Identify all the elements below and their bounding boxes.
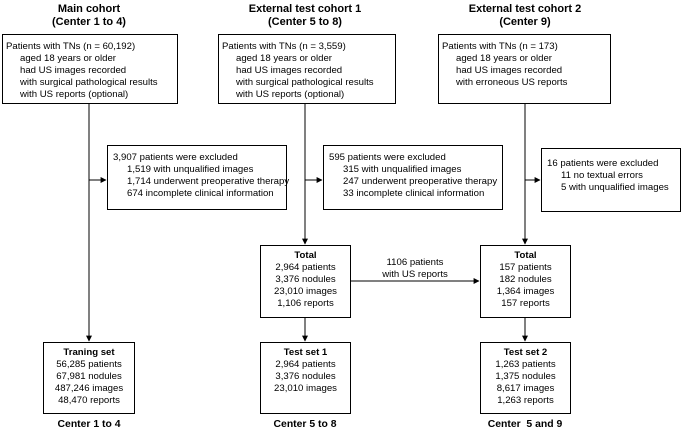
count-nodules: 67,981 nodules [56, 371, 122, 382]
exclusion-item: 11 no textual errors [561, 170, 643, 181]
column-title: External test cohort 2 [468, 3, 582, 15]
box-title: 595 patients were excluded [329, 152, 446, 163]
criterion: had US images recorded [456, 65, 563, 76]
box-title: Traning set [63, 347, 115, 358]
training-set-box: Traning set 56,285 patients 67,981 nodul… [43, 342, 135, 414]
box-title: Test set 2 [503, 347, 548, 358]
column-subtitle: (Center 5 to 8) [268, 16, 342, 28]
test-set-2-box: Test set 2 1,263 patients 1,375 nodules … [480, 342, 571, 414]
column-title: Main cohort [57, 3, 121, 15]
patients-box-main: Patients with TNs (n = 60,192) aged 18 y… [2, 34, 178, 104]
count-patients: 2,964 patients [275, 262, 336, 273]
patients-box-external-2: Patients with TNs (n = 173) aged 18 year… [438, 34, 611, 104]
excluded-box-external-2: 16 patients were excluded 11 no textual … [541, 148, 681, 212]
criterion: had US images recorded [20, 65, 127, 76]
count-patients: 157 patients [499, 262, 552, 273]
criterion: aged 18 years or older [456, 53, 552, 64]
exclusion-item: 1,714 underwent preoperative therapy [127, 176, 290, 187]
criterion: aged 18 years or older [236, 53, 332, 64]
transfer-label-line: with US reports [382, 269, 448, 280]
count-reports: 1,263 reports [497, 395, 554, 406]
count-nodules: 3,376 nodules [275, 371, 336, 382]
test-set-1-box: Test set 1 2,964 patients 3,376 nodules … [260, 342, 351, 414]
transfer-label: 1106 patients with US reports [355, 257, 475, 281]
criterion: with US reports (optional) [236, 89, 345, 100]
box-title: Patients with TNs (n = 173) [442, 41, 558, 52]
box-title: Total [514, 250, 537, 261]
count-reports: 1,106 reports [277, 298, 334, 309]
column-header-external-1: External test cohort 1 (Center 5 to 8) [225, 3, 385, 29]
criterion: with US reports (optional) [20, 89, 129, 100]
criterion: with surgical pathological results [236, 77, 374, 88]
box-title: Total [294, 250, 317, 261]
count-reports: 157 reports [501, 298, 550, 309]
exclusion-item: 247 underwent preoperative therapy [343, 176, 498, 187]
total-box-external-1: Total 2,964 patients 3,376 nodules 23,01… [260, 245, 351, 318]
exclusion-item: 674 incomplete clinical information [127, 188, 274, 199]
count-nodules: 3,376 nodules [275, 274, 336, 285]
box-title: Patients with TNs (n = 3,559) [222, 41, 346, 52]
count-reports: 48,470 reports [58, 395, 120, 406]
count-patients: 1,263 patients [495, 359, 556, 370]
exclusion-item: 5 with unqualified images [561, 182, 669, 193]
criterion: with erroneous US reports [456, 77, 568, 88]
box-title: 3,907 patients were excluded [113, 152, 238, 163]
total-box-external-2: Total 157 patients 182 nodules 1,364 ima… [480, 245, 571, 318]
exclusion-item: 315 with unqualified images [343, 164, 462, 175]
column-header-external-2: External test cohort 2 (Center 9) [445, 3, 605, 29]
count-images: 8,617 images [496, 383, 555, 394]
exclusion-item: 1,519 with unqualified images [127, 164, 254, 175]
column-subtitle: (Center 9) [499, 16, 551, 28]
column-title: External test cohort 1 [248, 3, 362, 15]
count-patients: 2,964 patients [275, 359, 336, 370]
count-images: 23,010 images [274, 383, 337, 394]
box-title: 16 patients were excluded [547, 158, 659, 169]
excluded-box-external-1: 595 patients were excluded 315 with unqu… [323, 145, 503, 210]
column-subtitle: (Center 1 to 4) [52, 16, 126, 28]
count-images: 23,010 images [274, 286, 337, 297]
count-images: 1,364 images [496, 286, 555, 297]
criterion: with surgical pathological results [20, 77, 158, 88]
count-nodules: 182 nodules [499, 274, 552, 285]
excluded-box-main: 3,907 patients were excluded 1,519 with … [107, 145, 290, 210]
column-header-main: Main cohort (Center 1 to 4) [29, 3, 149, 29]
box-title: Test set 1 [283, 347, 328, 358]
footer-external-2: Center 5 and 9 [487, 419, 563, 430]
box-title: Patients with TNs (n = 60,192) [6, 41, 136, 52]
footer-main: Center 1 to 4 [57, 419, 121, 430]
criterion: aged 18 years or older [20, 53, 116, 64]
patients-box-external-1: Patients with TNs (n = 3,559) aged 18 ye… [218, 34, 396, 104]
transfer-label-line: 1106 patients [386, 257, 444, 268]
count-nodules: 1,375 nodules [495, 371, 556, 382]
count-images: 487,246 images [54, 383, 124, 394]
count-patients: 56,285 patients [56, 359, 122, 370]
footer-external-1: Center 5 to 8 [273, 419, 337, 430]
exclusion-item: 33 incomplete clinical information [343, 188, 485, 199]
criterion: had US images recorded [236, 65, 343, 76]
